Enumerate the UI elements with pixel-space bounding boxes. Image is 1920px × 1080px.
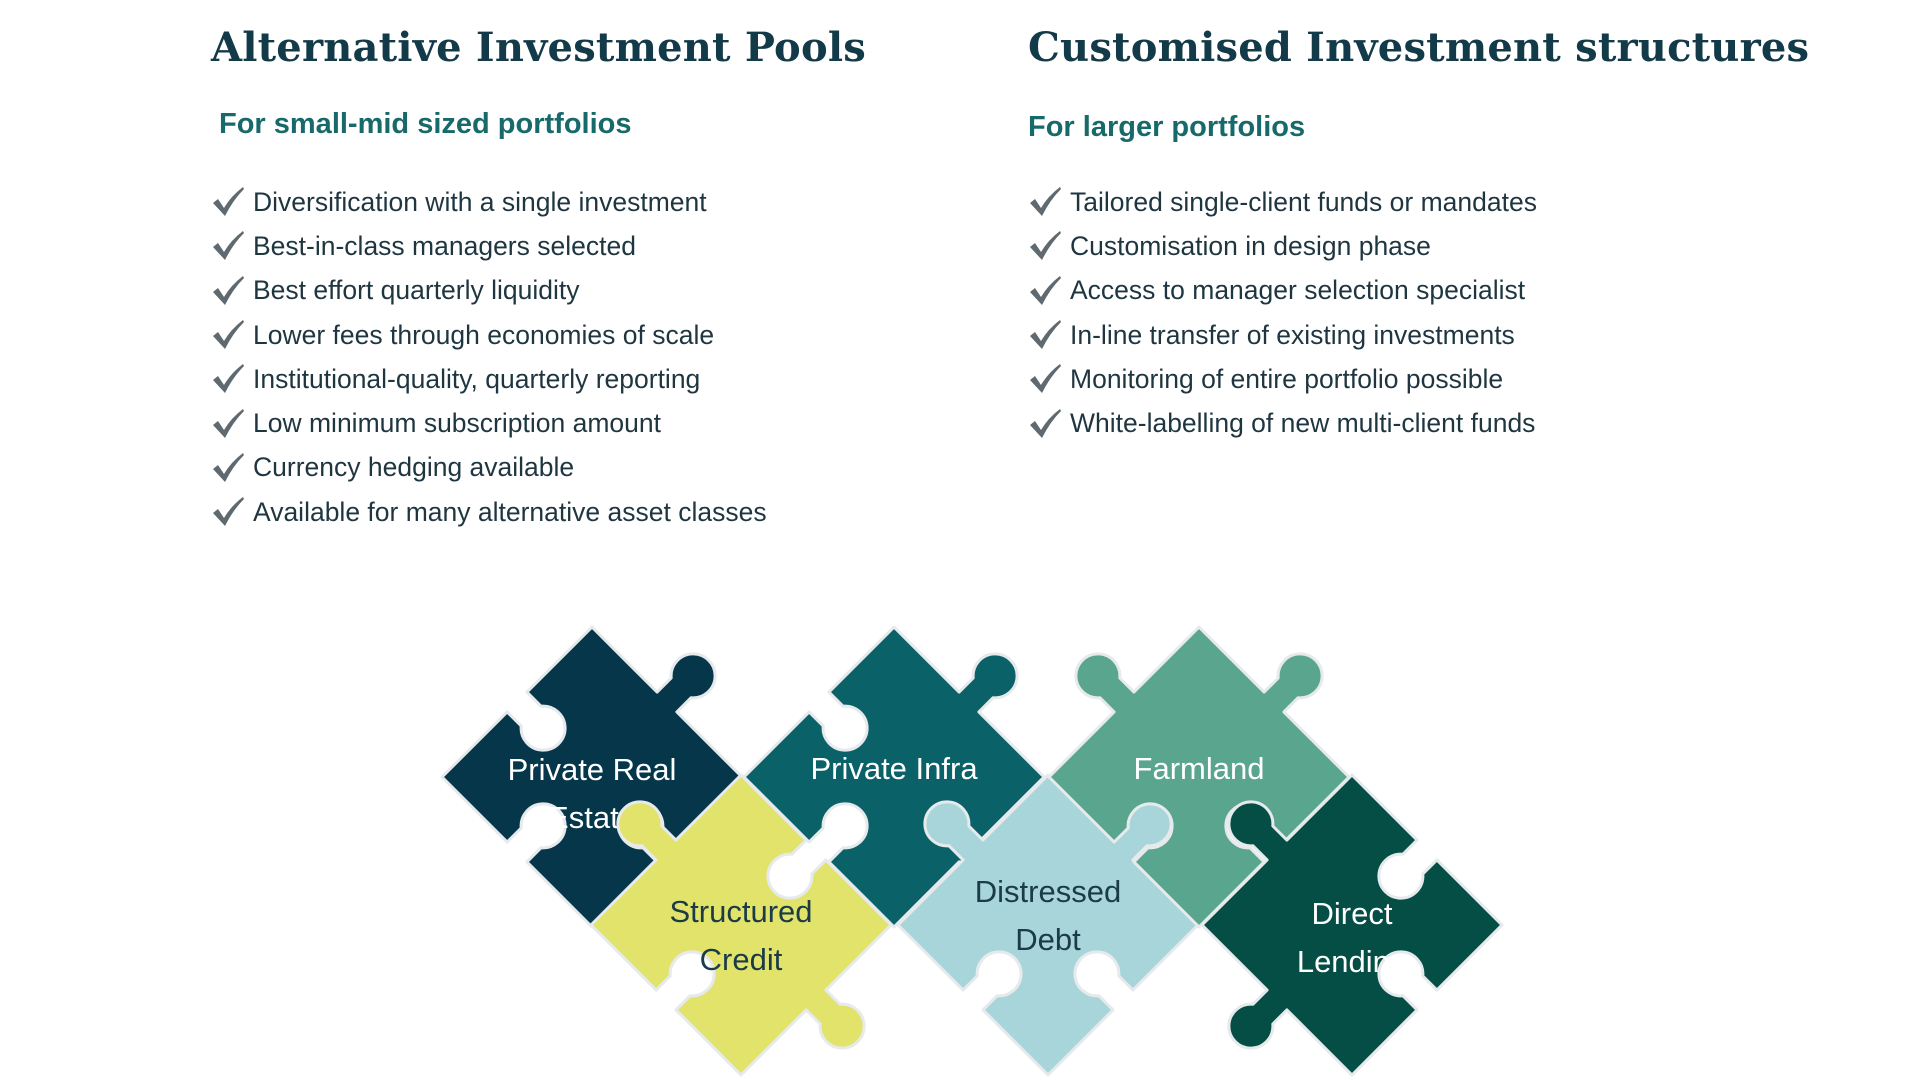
- checkmark-icon: [1028, 408, 1062, 440]
- feature-text: Tailored single-client funds or mandates: [1070, 186, 1537, 217]
- puzzle-piece-label: Structured: [669, 894, 812, 929]
- feature-item: Institutional-quality, quarterly reporti…: [211, 357, 767, 401]
- feature-item: White-labelling of new multi-client fund…: [1028, 401, 1537, 445]
- checkmark-icon: [211, 319, 245, 351]
- feature-item: Currency hedging available: [211, 446, 767, 490]
- feature-text: Diversification with a single investment: [253, 186, 707, 217]
- puzzle-piece: Farmland: [1047, 625, 1351, 929]
- checkmark-icon: [1028, 230, 1062, 262]
- right-feature-list: Tailored single-client funds or mandates…: [1028, 180, 1537, 446]
- feature-text: Institutional-quality, quarterly reporti…: [253, 363, 701, 394]
- feature-item: Monitoring of entire portfolio possible: [1028, 357, 1537, 401]
- checkmark-icon: [1028, 186, 1062, 218]
- feature-item: Diversification with a single investment: [211, 180, 767, 224]
- feature-text: In-line transfer of existing investments: [1070, 319, 1515, 350]
- feature-item: Customisation in design phase: [1028, 224, 1537, 268]
- feature-text: Best-in-class managers selected: [253, 230, 636, 261]
- puzzle-piece-shape: [589, 773, 893, 1077]
- checkmark-icon: [1028, 275, 1062, 307]
- puzzle-piece-label: Private Real: [508, 752, 677, 787]
- puzzle-piece-label: Farmland: [1134, 751, 1265, 786]
- checkmark-icon: [211, 363, 245, 395]
- feature-text: White-labelling of new multi-client fund…: [1070, 408, 1536, 439]
- left-subtitle: For small-mid sized portfolios: [219, 108, 632, 140]
- feature-text: Currency hedging available: [253, 452, 575, 483]
- checkmark-icon: [211, 496, 245, 528]
- puzzle-piece-label: Lending: [1297, 944, 1407, 979]
- right-subtitle: For larger portfolios: [1028, 111, 1306, 143]
- puzzle-piece-label: Debt: [1015, 922, 1081, 957]
- feature-text: Best effort quarterly liquidity: [253, 275, 580, 306]
- right-title: Customised Investment structures: [1028, 24, 1810, 71]
- checkmark-icon: [211, 408, 245, 440]
- puzzle-piece-label: Direct: [1312, 896, 1393, 931]
- feature-item: Low minimum subscription amount: [211, 401, 767, 445]
- feature-text: Available for many alternative asset cla…: [253, 496, 767, 527]
- feature-item: Best-in-class managers selected: [211, 224, 767, 268]
- feature-text: Monitoring of entire portfolio possible: [1070, 363, 1504, 394]
- checkmark-icon: [211, 452, 245, 484]
- feature-text: Access to manager selection specialist: [1070, 275, 1526, 306]
- feature-item: Lower fees through economies of scale: [211, 313, 767, 357]
- checkmark-icon: [1028, 363, 1062, 395]
- left-title: Alternative Investment Pools: [211, 24, 866, 71]
- feature-item: Access to manager selection specialist: [1028, 269, 1537, 313]
- checkmark-icon: [211, 230, 245, 262]
- checkmark-icon: [211, 186, 245, 218]
- feature-item: In-line transfer of existing investments: [1028, 313, 1537, 357]
- feature-item: Best effort quarterly liquidity: [211, 269, 767, 313]
- feature-item: Available for many alternative asset cla…: [211, 490, 767, 534]
- puzzle-piece-shape: [1200, 773, 1504, 1077]
- puzzle-piece-label: Private Infra: [810, 751, 978, 786]
- puzzle-piece-shape: [1047, 625, 1351, 929]
- feature-text: Customisation in design phase: [1070, 230, 1431, 261]
- feature-text: Lower fees through economies of scale: [253, 319, 715, 350]
- feature-item: Tailored single-client funds or mandates: [1028, 180, 1537, 224]
- checkmark-icon: [1028, 319, 1062, 351]
- checkmark-icon: [211, 275, 245, 307]
- feature-text: Low minimum subscription amount: [253, 408, 661, 439]
- puzzle-piece-label: Distressed: [975, 874, 1121, 909]
- left-feature-list: Diversification with a single investment…: [211, 180, 767, 534]
- puzzle-piece-label: Credit: [700, 942, 783, 977]
